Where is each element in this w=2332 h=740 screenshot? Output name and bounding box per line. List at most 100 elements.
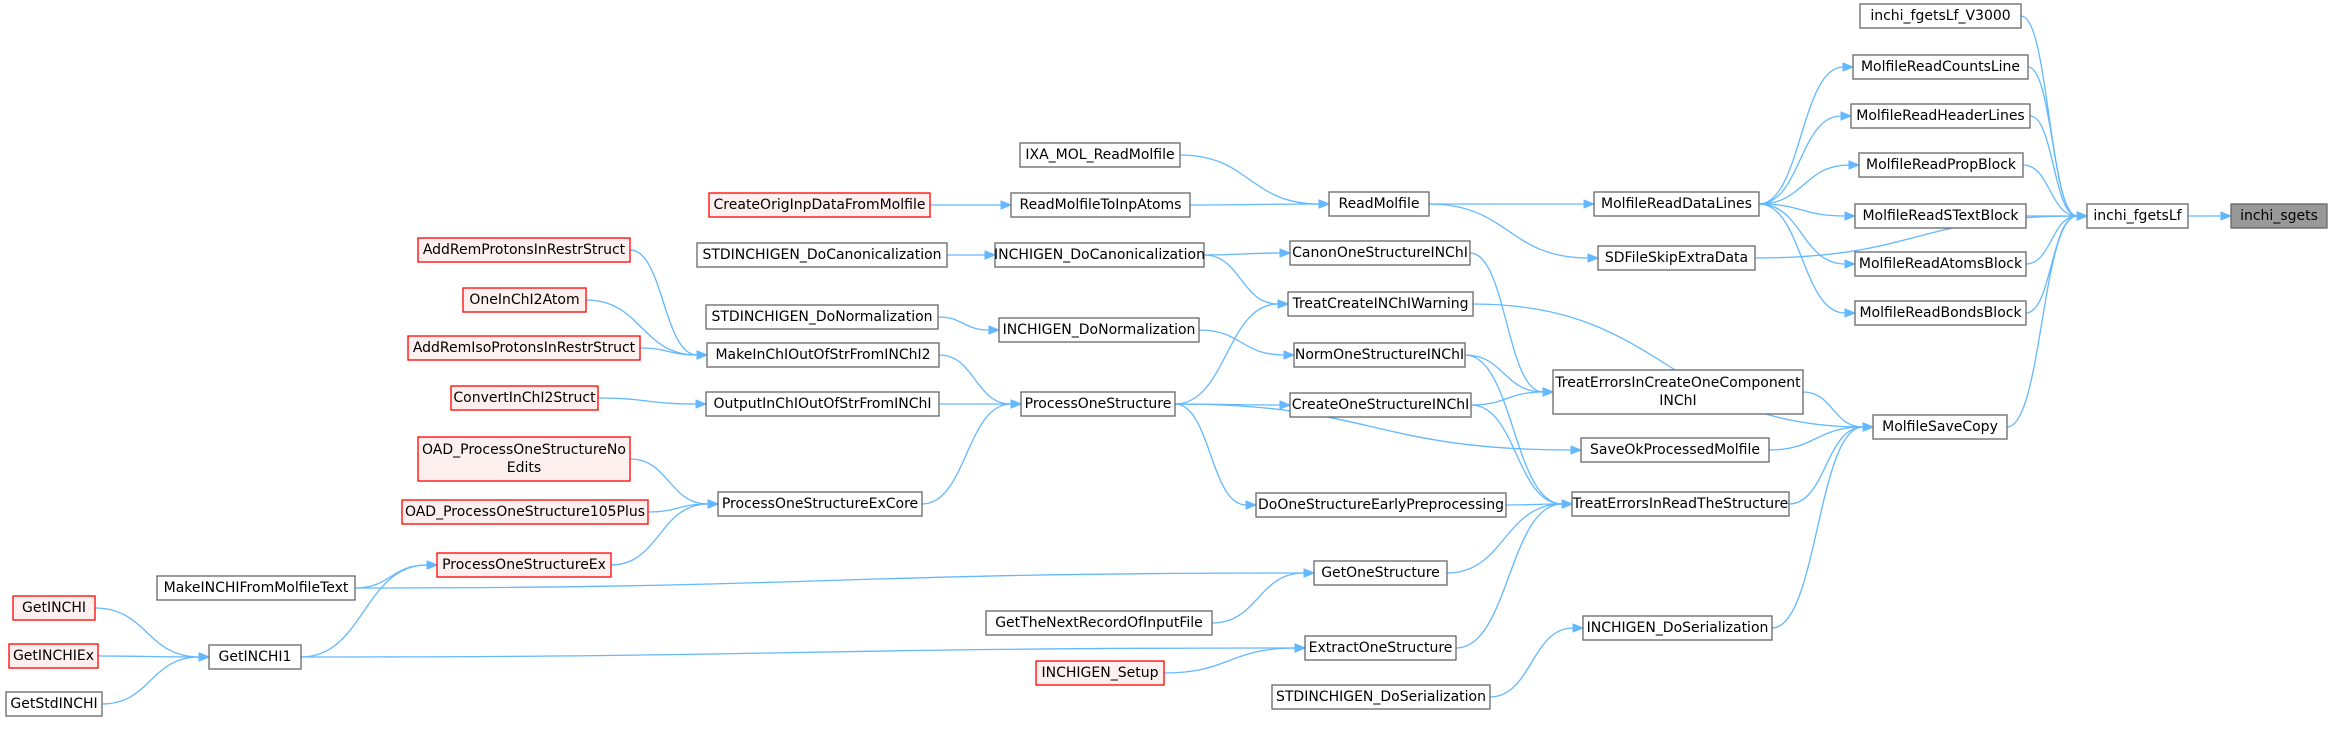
function-node-canononestructureinchi[interactable]: CanonOneStructureINChI <box>1289 240 1471 266</box>
edge-arrowhead <box>1283 350 1296 360</box>
call-edge <box>1211 568 1316 624</box>
function-node-stdinchigen-doserialization[interactable]: STDINCHIGEN_DoSerialization <box>1271 684 1491 710</box>
function-node-processonestructure[interactable]: ProcessOneStructure <box>1020 391 1176 417</box>
function-node-getinchi1[interactable]: GetINCHI1 <box>208 644 302 670</box>
function-node-molfilereadheaderlines[interactable]: MolfileReadHeaderLines <box>1850 103 2031 129</box>
node-box <box>436 552 612 578</box>
node-box <box>1328 191 1430 217</box>
edge-arrowhead <box>426 560 439 570</box>
call-edge <box>94 607 211 662</box>
call-edge <box>1758 203 1857 221</box>
function-node-readmolfile[interactable]: ReadMolfile <box>1328 191 1430 217</box>
call-edge <box>1489 623 1585 698</box>
function-node-inchigen-doserialization[interactable]: INCHIGEN_DoSerialization <box>1582 615 1773 641</box>
edge-line <box>937 316 990 331</box>
node-label: GetOneStructure <box>1321 565 1440 581</box>
node-label: MolfileReadDataLines <box>1601 196 1752 212</box>
function-node-ixa-mol-readmolfile[interactable]: IXA_MOL_ReadMolfile <box>1019 142 1181 168</box>
function-node-molfilereadstextblock[interactable]: MolfileReadSTextBlock <box>1854 203 2027 229</box>
node-box <box>1593 191 1760 217</box>
edge-line <box>1211 572 1305 624</box>
node-label: INCHIGEN_Setup <box>1042 665 1159 681</box>
call-edge <box>1472 303 1875 432</box>
function-node-makeinchioutofstrfrominchi2[interactable]: MakeInChIOutOfStrFromINChI2 <box>706 342 940 368</box>
function-node-readmolfiletoinpatoms[interactable]: ReadMolfileToInpAtoms <box>1010 192 1191 218</box>
function-node-getinchi[interactable]: GetINCHI <box>12 595 96 621</box>
function-node-inchigen-setup[interactable]: INCHIGEN_Setup <box>1035 660 1165 686</box>
node-label: DoOneStructureEarlyPreprocessing <box>1258 497 1504 513</box>
function-node-stdinchigen-docanonicalization[interactable]: STDINCHIGEN_DoCanonicalization <box>696 242 948 268</box>
edge-line <box>1802 391 1864 428</box>
function-node-getonestructure[interactable]: GetOneStructure <box>1313 560 1448 586</box>
function-node-molfilereadcountsline[interactable]: MolfileReadCountsLine <box>1852 54 2029 80</box>
node-box <box>5 691 103 717</box>
function-node-addremisoprotonsinrestrstruct[interactable]: AddRemIsoProtonsInRestrStruct <box>407 335 641 361</box>
function-node-saveokprocessedmolfile[interactable]: SaveOkProcessedMolfile <box>1580 437 1770 463</box>
edge-line <box>2022 164 2078 217</box>
call-edge <box>1174 403 1583 455</box>
call-edge <box>597 397 708 409</box>
function-node-getthenextrecordofinputfile[interactable]: GetTheNextRecordOfInputFile <box>985 610 1213 636</box>
node-box <box>1010 192 1191 218</box>
call-edge <box>1470 387 1555 406</box>
function-node-inchigen-donormalization[interactable]: INCHIGEN_DoNormalization <box>998 317 1200 343</box>
node-label: ReadMolfile <box>1338 196 1419 212</box>
function-node-convertinchi2struct[interactable]: ConvertInChI2Struct <box>450 385 599 411</box>
function-node-inchi-fgetslf-v3000[interactable]: inchi_fgetsLf_V3000 <box>1859 3 2022 29</box>
function-node-molfilereadpropblock[interactable]: MolfileReadPropBlock <box>1858 152 2024 178</box>
function-node-sdfileskipextradata[interactable]: SDFileSkipExtraData <box>1597 245 1756 271</box>
function-node-inchi-fgetslf[interactable]: inchi_fgetsLf <box>2086 203 2189 229</box>
edge-arrowhead <box>1277 299 1290 309</box>
edge-line <box>101 656 200 705</box>
function-node-createoriginpdatafrommolfile[interactable]: CreateOrigInpDataFromMolfile <box>708 192 931 218</box>
edge-line <box>639 347 698 356</box>
function-node-treaterrorsinreadthestructure[interactable]: TreatErrorsInReadTheStructure <box>1571 491 1790 517</box>
call-edge <box>1179 154 1331 209</box>
node-box <box>706 342 940 368</box>
call-edge <box>1758 160 1861 205</box>
call-edge <box>300 560 439 658</box>
edge-line <box>2029 115 2078 217</box>
function-node-outputinchioutofstrfrominchi[interactable]: OutputInChIOutOfStrFromINChI <box>705 391 940 417</box>
function-node-makeinchifrommolfiletext[interactable]: MakeINCHIFromMolfileText <box>156 575 356 601</box>
node-box <box>1582 615 1773 641</box>
function-node-molfilereadbondsblock[interactable]: MolfileReadBondsBlock <box>1854 300 2027 326</box>
node-label: inchi_fgetsLf_V3000 <box>1870 8 2010 24</box>
function-node-oad-processonestructure105plus[interactable]: OAD_ProcessOneStructure105Plus <box>401 499 649 525</box>
function-node-molfilesavecopy[interactable]: MolfileSaveCopy <box>1872 414 2008 440</box>
function-node-normonestructureinchi[interactable]: NormOneStructureINChI <box>1293 342 1466 368</box>
edge-arrowhead <box>1840 111 1853 121</box>
function-node-processonestructureexcore[interactable]: ProcessOneStructureExCore <box>717 491 923 517</box>
function-node-molfilereaddatalines[interactable]: MolfileReadDataLines <box>1593 191 1760 217</box>
function-node-getstdinchi[interactable]: GetStdINCHI <box>5 691 103 717</box>
node-box <box>1852 54 2029 80</box>
edge-line <box>629 458 709 505</box>
function-node-addremprotonsinrestrstruct[interactable]: AddRemProtonsInRestrStruct <box>417 237 631 263</box>
edge-arrowhead <box>1245 500 1258 510</box>
node-label: OAD_ProcessOneStructureNo <box>422 442 626 458</box>
function-node-stdinchigen-donormalization[interactable]: STDINCHIGEN_DoNormalization <box>705 304 939 330</box>
function-node-extractonestructure[interactable]: ExtractOneStructure <box>1304 635 1457 661</box>
edge-line <box>1198 329 1285 356</box>
edge-line <box>585 299 698 356</box>
function-node-oneinchi2atom[interactable]: OneInChI2Atom <box>462 287 587 313</box>
node-label: OutputInChIOutOfStrFromINChI <box>714 396 932 412</box>
function-node-doonestructureearlypreprocessing[interactable]: DoOneStructureEarlyPreprocessing <box>1255 492 1507 518</box>
call-edge <box>1758 203 1857 269</box>
function-node-inchigen-docanonicalization[interactable]: INCHIGEN_DoCanonicalization <box>994 242 1205 268</box>
call-edge <box>1428 203 1600 263</box>
node-label: GetINCHI1 <box>219 649 292 665</box>
call-edge <box>1758 203 1857 318</box>
function-node-treatcreateinchiwarning[interactable]: TreatCreateINChIWarning <box>1287 291 1474 317</box>
edge-arrowhead <box>1318 199 1331 209</box>
function-node-molfilereadatomsblock[interactable]: MolfileReadAtomsBlock <box>1854 251 2027 277</box>
function-node-processonestructureex[interactable]: ProcessOneStructureEx <box>436 552 612 578</box>
call-edge <box>1788 422 1875 505</box>
function-node-createonestructureinchi[interactable]: CreateOneStructureINChI <box>1289 392 1472 418</box>
function-node-getinchiex[interactable]: GetINCHIEx <box>8 643 99 669</box>
node-label: INCHIGEN_DoCanonicalization <box>994 247 1205 263</box>
edge-arrowhead <box>1303 568 1316 578</box>
function-node-inchi-sgets[interactable]: inchi_sgets <box>2230 203 2328 229</box>
